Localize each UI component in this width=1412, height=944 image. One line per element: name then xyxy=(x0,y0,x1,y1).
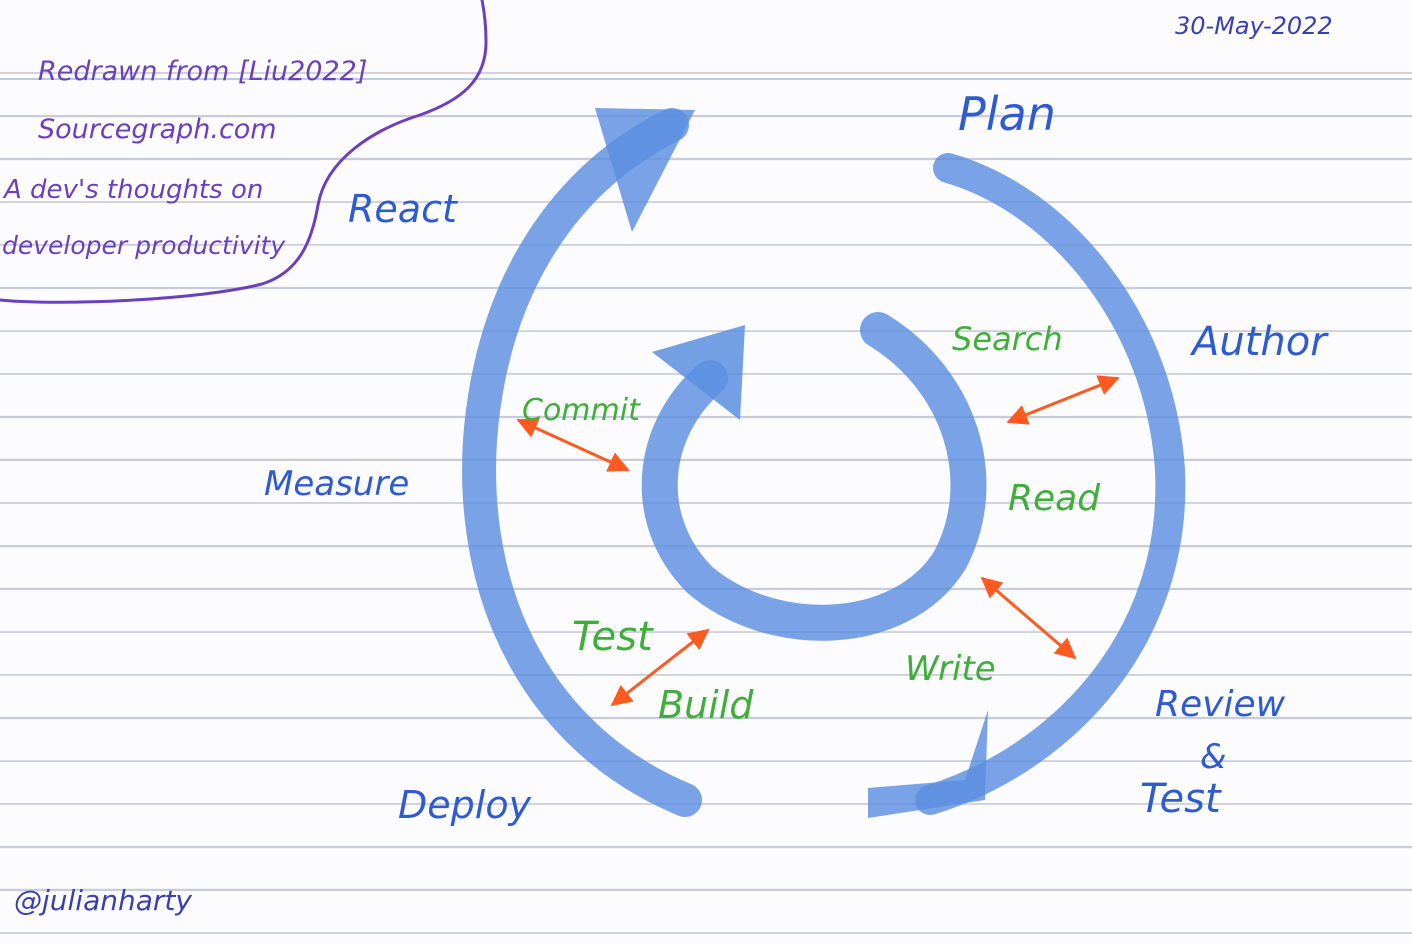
outer-loop-right-arc xyxy=(915,153,1186,815)
outer-label-review: Review xyxy=(1155,684,1286,725)
source-note-line-2: Sourcegraph.com xyxy=(38,114,277,145)
outer-loop-left-arc xyxy=(462,108,702,817)
outer-label-ampersand: & xyxy=(1200,737,1227,777)
inner-label-write: Write xyxy=(905,649,996,689)
search-connector-arrow xyxy=(1006,375,1120,425)
commit-connector-arrow xyxy=(516,418,630,472)
card-header-line xyxy=(0,78,1412,80)
inner-label-read: Read xyxy=(1008,478,1101,519)
write-connector-arrow xyxy=(980,576,1077,660)
outer-label-react: React xyxy=(348,187,459,231)
source-note: Redrawn from [Liu2022] Sourcegraph.com A… xyxy=(2,56,367,260)
outer-label-measure: Measure xyxy=(264,464,409,504)
outer-label-test: Test xyxy=(1140,776,1222,822)
inner-label-commit: Commit xyxy=(522,393,641,428)
source-note-line-3: A dev's thoughts on xyxy=(2,175,263,205)
outer-label-author: Author xyxy=(1189,319,1329,365)
inner-loop-arc xyxy=(641,312,987,641)
note-box-border xyxy=(0,0,488,304)
connector-arrows xyxy=(516,375,1120,707)
date-label: 30-May-2022 xyxy=(1175,12,1333,40)
outer-label-deploy: Deploy xyxy=(398,783,532,827)
outer-loop-top-arrowhead xyxy=(595,108,695,232)
author-signature: @julianharty xyxy=(14,884,192,917)
outer-loop xyxy=(462,108,1186,817)
inner-loop-arrowhead xyxy=(652,325,745,420)
outer-loop-bottom-arrowhead xyxy=(868,710,988,818)
build-connector-arrow xyxy=(610,628,710,707)
source-note-line-1: Redrawn from [Liu2022] xyxy=(38,56,367,87)
outer-loop-labels: Plan Author Review & Test Deploy Measure… xyxy=(264,87,1329,827)
inner-label-build: Build xyxy=(658,683,754,727)
inner-label-search: Search xyxy=(952,320,1063,358)
outer-label-plan: Plan xyxy=(958,87,1056,141)
inner-loop-labels: Search Read Write Build Test Commit xyxy=(522,320,1101,727)
source-note-line-4: developer productivity xyxy=(2,231,286,260)
inner-label-test: Test xyxy=(572,614,654,660)
